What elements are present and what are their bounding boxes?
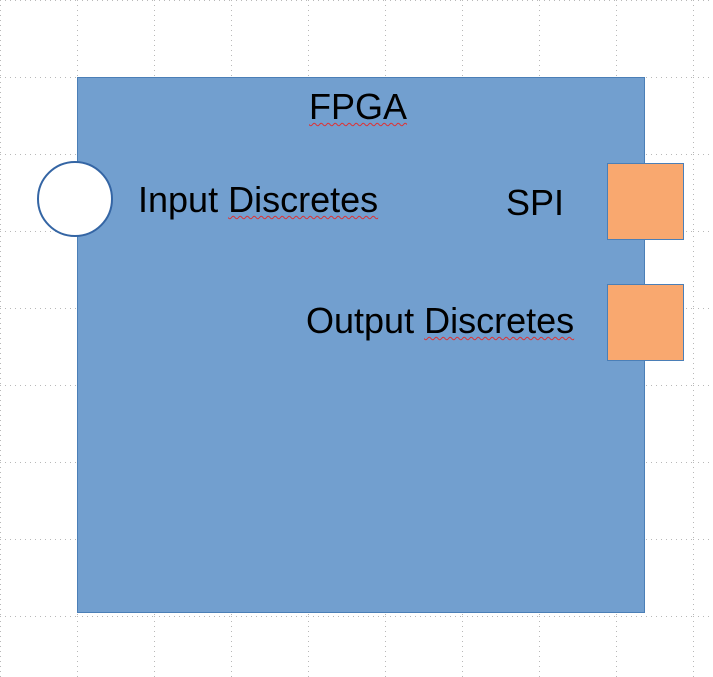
- fpga-title: FPGA: [309, 89, 407, 125]
- output-discretes-label: Output Discretes: [306, 303, 574, 339]
- output-label-word2: Discretes: [424, 300, 575, 341]
- input-label-word1: Input: [138, 179, 219, 220]
- output-discretes-port[interactable]: [607, 284, 684, 361]
- spi-label: SPI: [506, 182, 565, 223]
- fpga-block[interactable]: [77, 77, 645, 613]
- input-discretes-label: Input Discretes: [138, 182, 378, 218]
- input-port-circle[interactable]: [37, 161, 113, 237]
- fpga-title-text: FPGA: [309, 86, 408, 127]
- output-label-word1: Output: [306, 300, 415, 341]
- input-label-word2: Discretes: [228, 179, 379, 220]
- spi-port[interactable]: [607, 163, 684, 240]
